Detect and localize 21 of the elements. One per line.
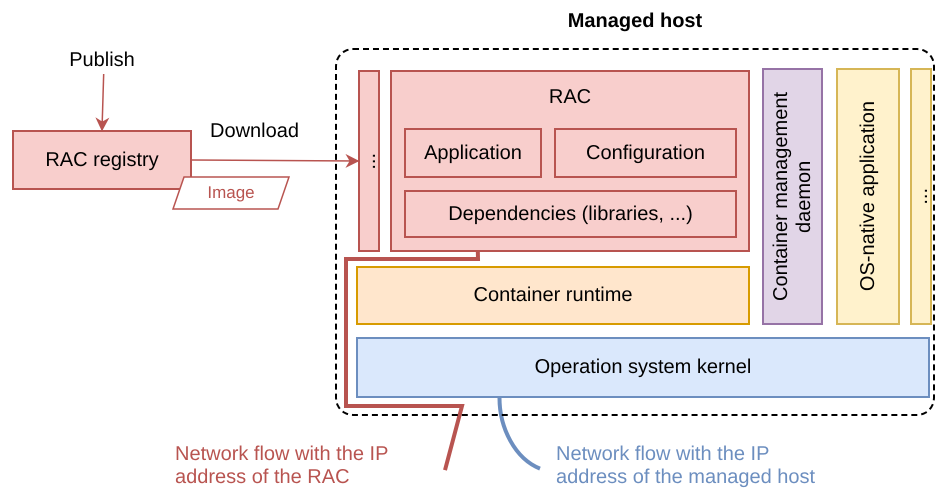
registry-box: RAC registry (12, 130, 192, 190)
component-box: Dependencies (libraries, ...) (404, 190, 737, 238)
text-label: Network flow with the IP address of the RAC (175, 440, 445, 492)
container-box (390, 70, 750, 252)
text-label: Network flow with the IP address of the managed host (540, 440, 830, 492)
process-box: ... (910, 68, 932, 325)
process-box: OS-native application (836, 68, 900, 325)
container-box: ... (358, 70, 380, 252)
image-tag: Image (172, 176, 290, 210)
process-box: Container management daemon (762, 68, 823, 325)
text-label: Publish (60, 46, 144, 74)
layer-box: Container runtime (356, 266, 750, 325)
arrow (95, 74, 110, 132)
component-box: Configuration (554, 128, 737, 178)
host-title: Managed host (566, 9, 704, 34)
arrow (192, 154, 360, 168)
network-flow-line (344, 252, 480, 471)
container-title: RAC (548, 86, 592, 109)
network-flow-line (498, 398, 541, 470)
component-box: Application (404, 128, 542, 178)
layer-box: Operation system kernel (356, 337, 930, 398)
